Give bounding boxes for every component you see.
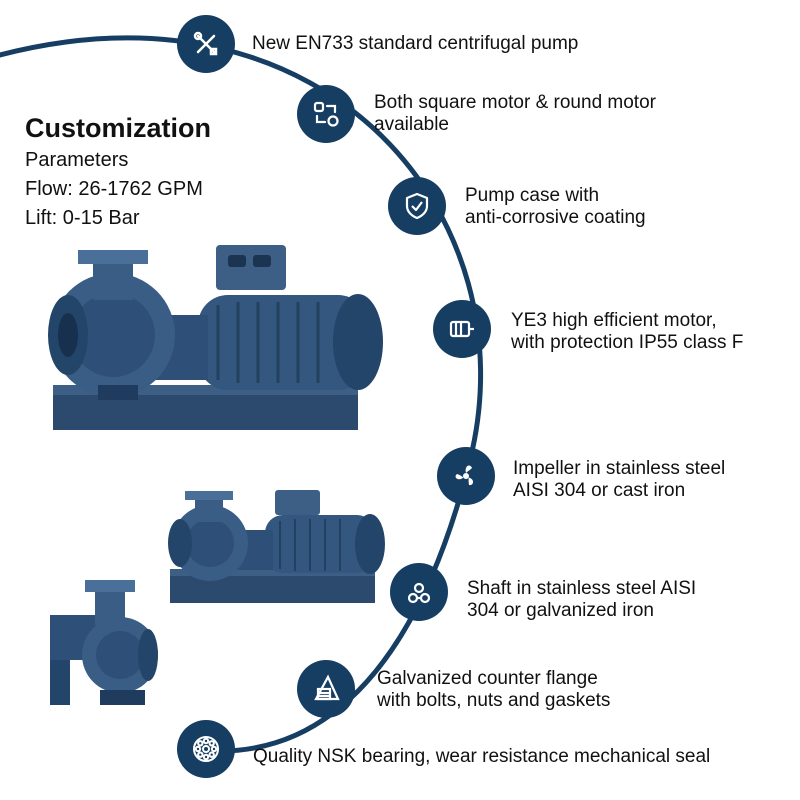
flange-icon xyxy=(297,660,355,718)
medium-pump-image xyxy=(168,490,385,603)
spec-lift: Lift: 0-15 Bar xyxy=(25,207,140,229)
shaft-bars-icon xyxy=(390,563,448,621)
swap-arrows-icon xyxy=(297,85,355,143)
motor-icon xyxy=(433,300,491,358)
feature-1-text: New EN733 standard centrifugal pump xyxy=(252,33,579,54)
small-pump-image xyxy=(50,580,158,705)
spec-flow: Flow: 26-1762 GPM xyxy=(25,178,203,200)
feature-8-text: Quality NSK bearing, wear resistance mec… xyxy=(253,746,711,767)
impeller-fan-icon xyxy=(437,447,495,505)
customization-title: Customization xyxy=(25,113,211,143)
bearing-icon xyxy=(177,720,235,778)
customization-block: Customization Parameters Flow: 26-1762 G… xyxy=(25,110,211,233)
feature-4-text: YE3 high efficient motor,with protection… xyxy=(511,310,744,353)
wrench-screwdriver-icon xyxy=(177,15,235,73)
shield-check-icon xyxy=(388,177,446,235)
large-pump-image xyxy=(48,245,383,430)
spec-parameters: Parameters xyxy=(25,149,129,171)
